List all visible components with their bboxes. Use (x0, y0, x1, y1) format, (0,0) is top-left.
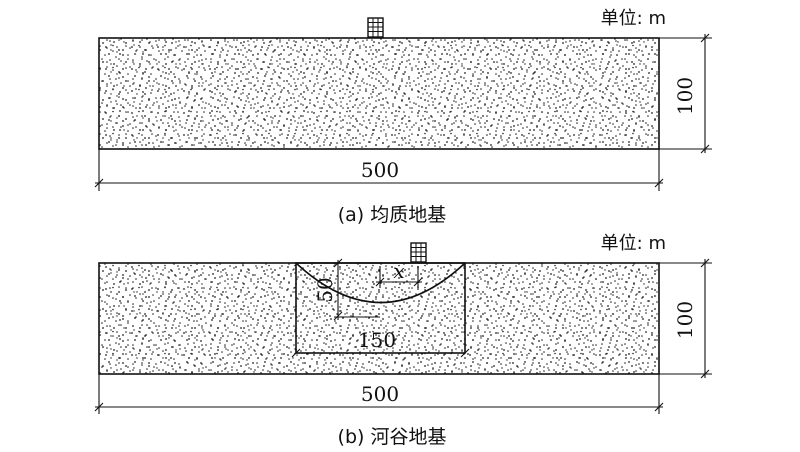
valley-zone-outline (295, 262, 466, 354)
caption-a: (a) 均质地基 (338, 204, 447, 226)
unit-label-b: 单位: m (601, 233, 666, 254)
width-label: 500 (361, 158, 399, 182)
panel-a: 100 500 单位: m (a) 均质地基 (94, 8, 712, 226)
height-label: 100 (673, 77, 697, 115)
offset-dimension (375, 266, 423, 288)
structure-icon (410, 242, 427, 263)
valley-width-label: 150 (358, 328, 396, 352)
caption-b: (b) 河谷地基 (338, 426, 447, 448)
width-dimension-b (94, 374, 664, 414)
height-label-b: 100 (673, 301, 697, 339)
height-dimension (659, 33, 712, 154)
valley-curve (295, 262, 466, 304)
height-dimension-b (659, 258, 712, 379)
panel-b: 50 x 150 (94, 233, 712, 448)
valley-depth-dimension (333, 258, 380, 321)
width-dimension (94, 149, 664, 191)
valley-depth-label: 50 (313, 277, 337, 302)
width-label-b: 500 (361, 382, 399, 406)
unit-label: 单位: m (601, 8, 666, 29)
structure-icon (367, 17, 384, 38)
offset-label: x (393, 259, 404, 283)
valley-width-ticks (291, 348, 470, 358)
